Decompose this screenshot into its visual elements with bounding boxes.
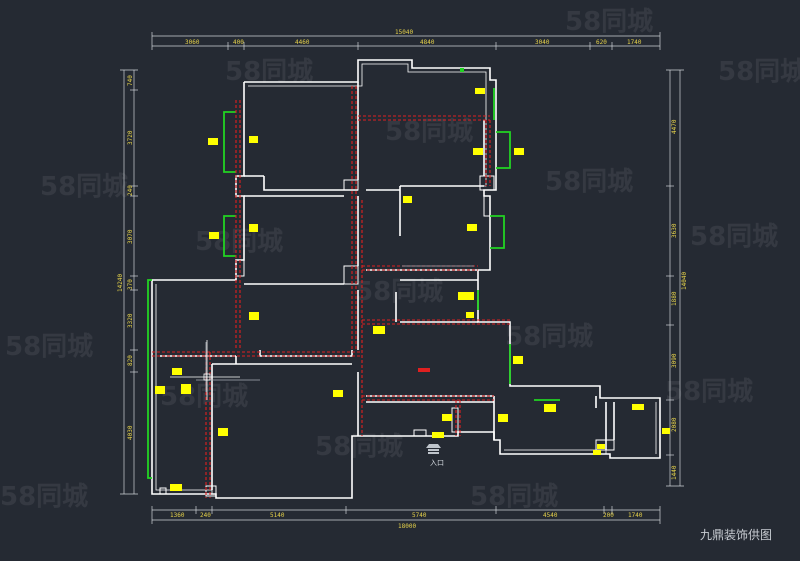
room-tags xyxy=(155,68,670,491)
room-tag xyxy=(442,414,452,421)
dim-left-segment: 4030 xyxy=(127,425,134,440)
watermark: 58同城 xyxy=(690,222,778,252)
entrance-label: 入口 xyxy=(430,459,444,467)
room-tag xyxy=(458,292,474,300)
watermark: 58同城 xyxy=(0,482,88,512)
dim-right-segment: 1880 xyxy=(671,291,678,306)
watermark-layer: 58同城 58同城 58同城 58同城 58同城 58同城 58同城 58同城 … xyxy=(0,7,800,512)
room-tag xyxy=(373,326,385,334)
crosshair-cursor xyxy=(170,340,240,400)
room-tag xyxy=(498,414,508,422)
dim-top-segment: 620 xyxy=(596,39,607,46)
dim-right-segment: 4470 xyxy=(671,119,678,134)
dim-top-segment: 400 xyxy=(233,39,244,46)
room-tag xyxy=(593,450,601,455)
dim-left-segment: 3070 xyxy=(127,229,134,244)
dim-top-segment: 1740 xyxy=(627,39,642,46)
room-tag xyxy=(662,428,670,434)
room-tag xyxy=(475,88,485,94)
dim-top-segment: 4840 xyxy=(420,39,435,46)
room-tag xyxy=(172,368,182,375)
dim-left-segment: 740 xyxy=(127,75,134,86)
dim-left-segment: 820 xyxy=(127,355,134,366)
dim-bottom-segment: 5740 xyxy=(412,512,427,519)
dim-left-segment: 370 xyxy=(127,279,134,290)
dim-top-segment: 4460 xyxy=(295,39,310,46)
room-tag xyxy=(632,404,644,410)
dim-right-segment: 3630 xyxy=(671,223,678,238)
room-tag xyxy=(208,138,218,145)
watermark: 58同城 xyxy=(470,482,558,512)
room-tag xyxy=(333,390,343,397)
watermark: 58同城 xyxy=(160,382,248,412)
watermark: 58同城 xyxy=(665,377,753,407)
dim-right-segment: 3090 xyxy=(671,353,678,368)
dim-left-segment: 3320 xyxy=(127,313,134,328)
dim-right-total: 14040 xyxy=(681,272,688,290)
image-caption: 九鼎装饰供图 xyxy=(699,528,772,542)
room-tag xyxy=(514,148,524,155)
room-tag xyxy=(460,68,464,72)
watermark: 58同城 xyxy=(385,117,473,147)
room-tag xyxy=(597,444,605,449)
watermark: 58同城 xyxy=(355,277,443,307)
room-tag xyxy=(473,148,483,155)
windows xyxy=(147,88,560,479)
room-tag xyxy=(466,312,474,318)
room-tag xyxy=(218,428,228,436)
room-tag xyxy=(209,232,219,239)
room-tag xyxy=(249,136,258,143)
room-tag xyxy=(249,224,258,232)
dim-left-segment: 3720 xyxy=(127,130,134,145)
dim-left-total: 14240 xyxy=(117,274,124,292)
room-tag xyxy=(418,368,430,372)
dim-bottom-segment: 4540 xyxy=(543,512,558,519)
room-tag xyxy=(155,386,165,394)
dimension-lines xyxy=(120,32,684,524)
room-tag xyxy=(467,224,477,231)
room-tag xyxy=(432,432,444,438)
room-tag xyxy=(513,356,523,364)
dim-top-total: 15040 xyxy=(395,29,413,36)
dim-bottom-segment: 240 xyxy=(200,512,211,519)
room-tag xyxy=(181,384,191,394)
watermark: 58同城 xyxy=(5,332,93,362)
dim-bottom-total: 18000 xyxy=(398,523,416,530)
dimension-texts: 15040 3060 400 4460 4840 3040 620 1740 1… xyxy=(117,29,688,530)
dim-bottom-segment: 200 xyxy=(603,512,614,519)
room-tag xyxy=(544,404,556,412)
watermark: 58同城 xyxy=(40,172,128,202)
dim-top-segment: 3040 xyxy=(535,39,550,46)
watermark: 58同城 xyxy=(545,167,633,197)
dim-right-segment: 2080 xyxy=(671,417,678,432)
room-tag xyxy=(249,312,259,320)
watermark: 58同城 xyxy=(315,432,403,462)
dim-bottom-segment: 1740 xyxy=(628,512,643,519)
dim-right-segment: 1440 xyxy=(671,465,678,480)
wall-pillars xyxy=(159,175,615,497)
dim-bottom-segment: 5140 xyxy=(270,512,285,519)
watermark: 58同城 xyxy=(565,7,653,37)
watermark: 58同城 xyxy=(718,57,800,87)
dim-left-segment: 240 xyxy=(127,185,134,196)
dim-bottom-segment: 1360 xyxy=(170,512,185,519)
dim-top-segment: 3060 xyxy=(185,39,200,46)
watermark: 58同城 xyxy=(505,322,593,352)
watermark: 58同城 xyxy=(195,227,283,257)
room-tag xyxy=(170,484,182,491)
room-tag xyxy=(403,196,412,203)
entrance-icon xyxy=(426,444,441,454)
